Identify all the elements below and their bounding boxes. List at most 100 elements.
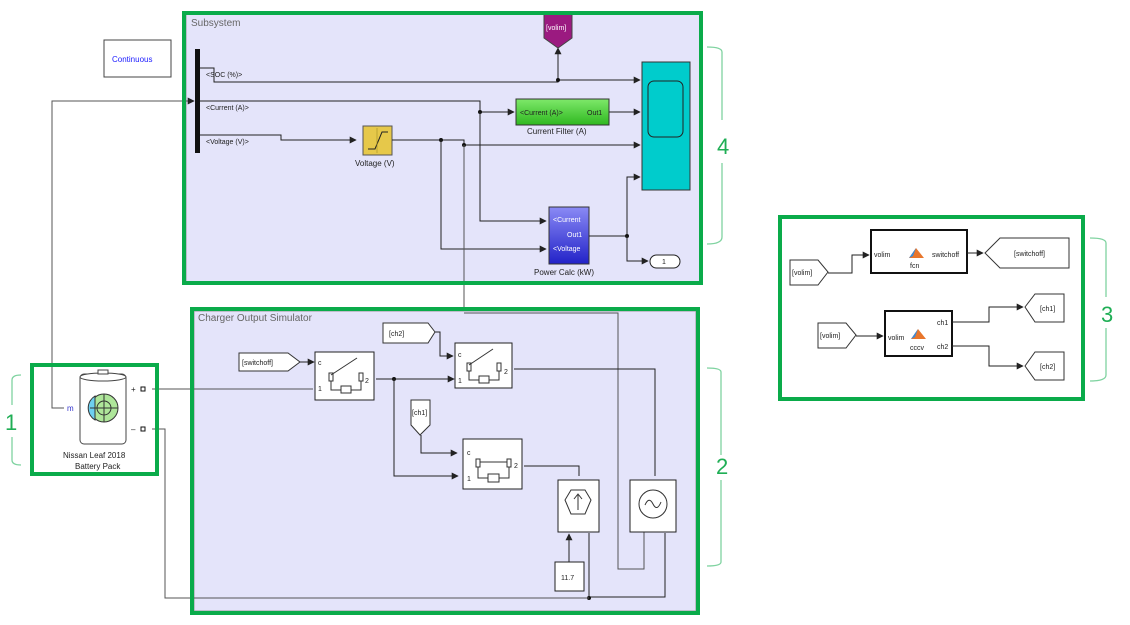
svg-text:[ch1]: [ch1] <box>412 410 427 417</box>
current-filter-label: Current Filter (A) <box>527 127 587 136</box>
svg-text:11.7: 11.7 <box>561 575 574 582</box>
bus-signal-voltage: <Voltage (V)> <box>206 139 249 146</box>
svg-text:[volim]: [volim] <box>820 333 840 340</box>
saturation-label: Voltage (V) <box>355 159 395 168</box>
switch-3[interactable]: c 1 2 <box>462 438 523 490</box>
svg-text:ch1: ch1 <box>937 320 948 327</box>
svg-text:Continuous: Continuous <box>112 55 152 64</box>
from-volim-2[interactable]: [volim] <box>817 322 857 349</box>
svg-text:[ch2]: [ch2] <box>389 331 404 338</box>
brace-1 <box>11 374 22 466</box>
bus-signal-soc: <SOC (%)> <box>206 72 242 79</box>
wire-ac-minus <box>589 533 666 598</box>
goto-ch2[interactable]: [ch2] <box>1024 351 1065 381</box>
svg-text:[switchoff]: [switchoff] <box>242 360 273 367</box>
wire-cccv-ch2 <box>952 345 1024 370</box>
battery-pack-block[interactable] <box>79 369 127 445</box>
wire-voltage <box>200 134 357 144</box>
fcn-block[interactable]: volim switchoff fcn <box>870 229 968 274</box>
powergui-continuous-block[interactable]: Continuous <box>103 39 172 78</box>
brace-4 <box>706 46 723 245</box>
wire-ch2 <box>435 331 454 360</box>
svg-text:1: 1 <box>662 259 666 266</box>
wire-soc <box>200 67 641 84</box>
svg-text:<Voltage: <Voltage <box>553 246 581 253</box>
svg-text:Out1: Out1 <box>587 110 602 117</box>
from-ch2[interactable]: [ch2] <box>382 322 436 344</box>
current-source-block[interactable] <box>557 479 600 533</box>
battery-port-minus: – <box>131 425 136 434</box>
scope-block[interactable] <box>641 61 691 191</box>
power-calc-label: Power Calc (kW) <box>534 268 594 277</box>
switch-1[interactable]: c 1 2 <box>314 351 375 401</box>
wire-power-to-out <box>626 236 649 265</box>
wire-current <box>200 100 515 116</box>
svg-text:<Current (A)>: <Current (A)> <box>520 110 563 117</box>
cccv-block[interactable]: volim ch1 ch2 cccv <box>884 310 953 357</box>
wire-battery-to-bus <box>51 97 195 409</box>
from-volim-1[interactable]: [volim] <box>789 259 829 286</box>
svg-text:[ch2]: [ch2] <box>1040 364 1055 371</box>
svg-text:c: c <box>458 352 462 359</box>
battery-port-plus: + <box>131 385 136 394</box>
highlight-frame-1 <box>30 363 159 476</box>
svg-text:2: 2 <box>514 463 518 470</box>
wire-volim-to-fcn <box>828 251 870 274</box>
saturation-block[interactable] <box>362 125 393 156</box>
wire-voltage-to-power <box>440 140 547 253</box>
svg-text:1: 1 <box>318 386 322 393</box>
svg-text:fcn: fcn <box>910 263 919 270</box>
brace-2 <box>706 367 722 567</box>
svg-text:Out1: Out1 <box>567 232 582 239</box>
current-filter-block[interactable]: <Current (A)> Out1 <box>515 98 610 126</box>
svg-text:[switchoff]: [switchoff] <box>1014 251 1045 258</box>
outport-1[interactable]: 1 <box>649 254 681 269</box>
goto-ch1[interactable]: [ch1] <box>1024 293 1065 323</box>
wire-power-to-scope <box>589 173 641 237</box>
highlight-frame-2 <box>190 307 700 615</box>
ac-voltage-source-block[interactable] <box>629 479 677 533</box>
subsystem-area[interactable]: Subsystem <box>185 13 701 283</box>
svg-text:1: 1 <box>458 378 462 385</box>
wire-voltage-to-scope <box>392 139 641 149</box>
switch-2[interactable]: c 1 2 <box>454 342 513 389</box>
battery-label-line1: Nissan Leaf 2018 <box>63 451 126 460</box>
svg-text:volim: volim <box>888 335 905 342</box>
annotation-1: 1 <box>5 410 17 435</box>
from-ch1[interactable]: [ch1] <box>410 399 431 436</box>
goto-switchoff[interactable]: [switchoff] <box>984 237 1070 269</box>
battery-label-line2: Battery Pack <box>75 462 121 471</box>
bus-signal-current: <Current (A)> <box>206 105 249 112</box>
power-calc-block[interactable]: <Current Out1 <Voltage <box>548 206 590 265</box>
svg-text:cccv: cccv <box>910 345 925 352</box>
constant-block[interactable]: 11.7 <box>554 561 585 592</box>
svg-text:<Current: <Current <box>553 217 580 224</box>
svg-text:c: c <box>467 450 471 457</box>
svg-text:2: 2 <box>365 378 369 385</box>
from-switchoff[interactable]: [switchoff] <box>238 352 301 372</box>
bus-selector[interactable] <box>195 49 200 153</box>
battery-port-m: m <box>67 404 74 413</box>
annotation-4: 4 <box>717 134 729 159</box>
svg-text:[ch1]: [ch1] <box>1040 306 1055 313</box>
wire-current-to-power <box>479 112 547 225</box>
highlight-frame-4 <box>182 11 703 285</box>
subsystem-title: Subsystem <box>191 18 240 29</box>
wire-sw2-to-ac <box>514 368 656 476</box>
wire-cccv-ch1 <box>952 303 1024 323</box>
annotation-3: 3 <box>1101 302 1113 327</box>
annotation-2: 2 <box>716 454 728 479</box>
svg-text:[volim]: [volim] <box>546 25 566 32</box>
svg-text:[volim]: [volim] <box>792 270 812 277</box>
charger-title: Charger Output Simulator <box>198 313 313 324</box>
brace-3 <box>1089 237 1107 382</box>
svg-text:volim: volim <box>874 252 891 259</box>
highlight-frame-3 <box>778 215 1085 401</box>
svg-text:2: 2 <box>504 369 508 376</box>
svg-text:switchoff: switchoff <box>932 252 959 259</box>
wire-sw1-to-sw3 <box>393 379 459 480</box>
wire-sw3-to-dc <box>524 465 580 476</box>
wire-ch1 <box>420 435 458 457</box>
svg-text:c: c <box>318 360 322 367</box>
